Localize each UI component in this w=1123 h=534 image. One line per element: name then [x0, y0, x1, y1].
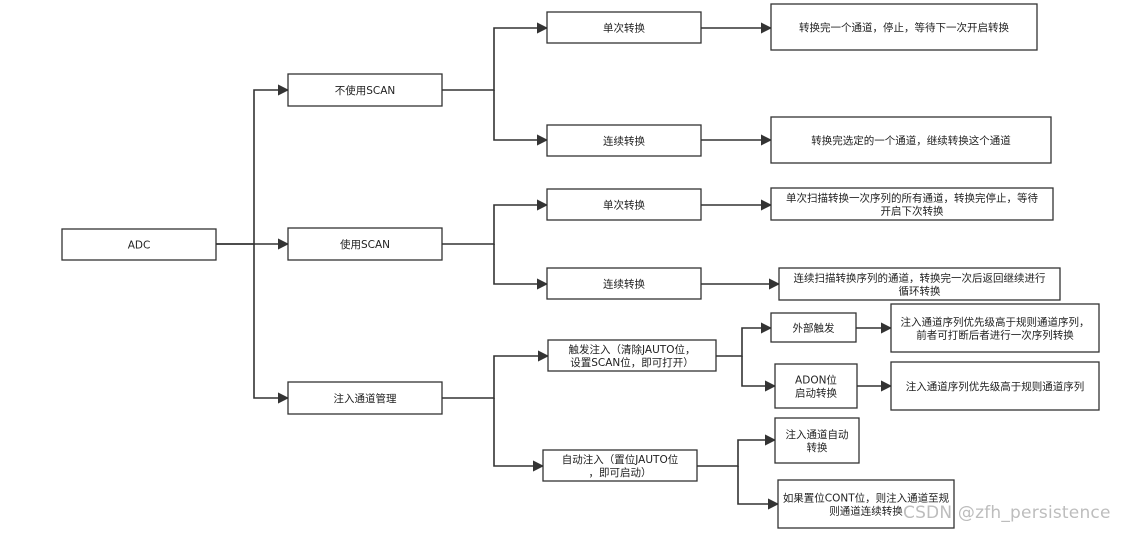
node-box	[777, 479, 955, 529]
node-label: 注入通道序列优先级高于规则通道序列	[906, 380, 1085, 393]
edge-scan-to-continuous	[493, 244, 549, 290]
node-box	[542, 449, 698, 482]
node-ns-single-desc: 转换完一个通道，停止，等待下一次开启转换	[770, 3, 1038, 51]
node-label: 触发注入（清除JAUTO位，设置SCAN位，即可打开）	[569, 343, 696, 369]
node-box	[778, 267, 1061, 301]
edge-injected-to-trigger	[442, 350, 550, 399]
node-label: 外部触发	[793, 322, 835, 335]
node-box	[774, 363, 858, 409]
node-external-trigger-desc: 注入通道序列优先级高于规则通道序列，前者可打断后者进行一次序列转换	[890, 303, 1100, 353]
node-box	[287, 381, 443, 415]
node-label: 如果置位CONT位，则注入通道至规则通道连续转换	[783, 492, 950, 518]
node-s-continuous: 连续转换	[546, 267, 702, 300]
node-ns-single: 单次转换	[546, 11, 702, 44]
node-box	[547, 339, 717, 372]
edge-adc-to-injected	[253, 244, 290, 404]
node-box	[770, 187, 1054, 221]
node-label: 单次转换	[603, 22, 645, 35]
node-auto-inject: 自动注入（置位JAUTO位，即可启动）	[542, 449, 698, 482]
edge-no-scan-to-continuous	[493, 90, 549, 146]
edge-injected-to-auto	[493, 398, 545, 472]
node-trigger-inject: 触发注入（清除JAUTO位，设置SCAN位，即可打开）	[547, 339, 717, 372]
node-layer: ADC不使用SCAN使用SCAN注入通道管理单次转换连续转换转换完一个通道，停止…	[61, 3, 1100, 529]
node-label: 自动注入（置位JAUTO位，即可启动）	[562, 453, 679, 479]
node-label: 单次转换	[603, 199, 645, 212]
node-label: ADON位启动转换	[795, 374, 837, 400]
edge-auto-to-cont	[737, 466, 780, 510]
edge-auto-to-convert	[697, 434, 777, 467]
node-label: 转换完选定的一个通道，继续转换这个通道	[811, 134, 1011, 147]
edge-trigger-to-adon	[741, 356, 777, 392]
node-s-single-desc: 单次扫描转换一次序列的所有通道，转换完停止，等待开启下次转换	[770, 187, 1054, 221]
node-box	[287, 227, 443, 261]
node-ns-continuous: 连续转换	[546, 124, 702, 157]
node-label: 连续转换	[603, 135, 645, 148]
node-label: 不使用SCAN	[335, 84, 396, 97]
node-label: 注入通道自动转换	[786, 428, 849, 454]
node-s-single: 单次转换	[546, 188, 702, 221]
node-box	[287, 73, 443, 107]
edge-adc-to-no-scan	[216, 84, 290, 245]
node-no-scan: 不使用SCAN	[287, 73, 443, 107]
node-label: 连续转换	[603, 278, 645, 291]
node-box	[890, 361, 1100, 411]
node-external-trigger: 外部触发	[770, 312, 857, 343]
node-injected: 注入通道管理	[287, 381, 443, 415]
node-box	[770, 116, 1052, 164]
watermark: CSDN @zfh_persistence	[903, 503, 1111, 523]
node-box	[546, 188, 702, 221]
node-label: 注入通道序列优先级高于规则通道序列，前者可打断后者进行一次序列转换	[901, 316, 1090, 342]
node-auto-convert: 注入通道自动转换	[774, 417, 860, 464]
node-s-continuous-desc: 连续扫描转换序列的通道，转换完一次后返回继续进行循环转换	[778, 267, 1061, 301]
node-box	[546, 267, 702, 300]
edge-no-scan-to-single	[442, 22, 549, 91]
node-box	[546, 124, 702, 157]
node-box	[770, 312, 857, 343]
node-cont-convert: 如果置位CONT位，则注入通道至规则通道连续转换	[777, 479, 955, 529]
node-box	[61, 228, 217, 261]
node-adon-trigger: ADON位启动转换	[774, 363, 858, 409]
node-box	[546, 11, 702, 44]
node-ns-continuous-desc: 转换完选定的一个通道，继续转换这个通道	[770, 116, 1052, 164]
node-label: 转换完一个通道，停止，等待下一次开启转换	[799, 21, 1009, 34]
node-scan: 使用SCAN	[287, 227, 443, 261]
node-box	[770, 3, 1038, 51]
connector-layer	[216, 22, 893, 510]
node-label: 使用SCAN	[340, 238, 390, 251]
node-label: ADC	[128, 240, 151, 252]
edge-trigger-to-external	[716, 322, 773, 357]
node-box	[774, 417, 860, 464]
edge-scan-to-single	[442, 199, 549, 245]
node-label: 连续扫描转换序列的通道，转换完一次后返回继续进行循环转换	[794, 272, 1046, 298]
node-label: 注入通道管理	[334, 392, 397, 405]
node-label: 单次扫描转换一次序列的所有通道，转换完停止，等待开启下次转换	[786, 192, 1038, 218]
node-adon-trigger-desc: 注入通道序列优先级高于规则通道序列	[890, 361, 1100, 411]
node-adc: ADC	[61, 228, 217, 261]
node-box	[890, 303, 1100, 353]
